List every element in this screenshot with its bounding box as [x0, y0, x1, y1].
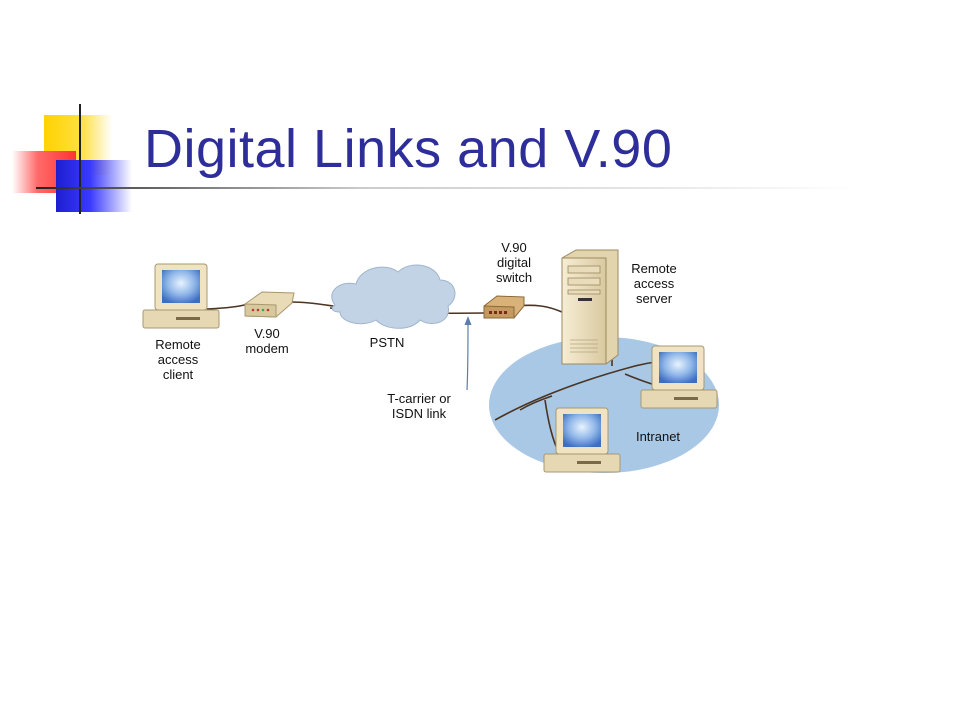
label-intranet: Intranet: [636, 429, 680, 444]
cable-client-modem: [206, 303, 249, 310]
label-switch-2: digital: [497, 255, 531, 270]
label-link-2: ISDN link: [392, 406, 447, 421]
label-switch-1: V.90: [501, 240, 527, 255]
v90-digital-switch: [483, 295, 525, 319]
intranet-pc-bottom: [543, 407, 621, 473]
vertical-rule: [79, 104, 81, 214]
label-server-3: server: [636, 291, 673, 306]
diagram-labels: Remote access client V.90 modem PSTN V.9…: [155, 240, 680, 444]
cable-intranet-pc1: [624, 373, 653, 385]
label-pstn: PSTN: [370, 335, 405, 350]
pstn-cloud: [331, 264, 456, 329]
label-server-2: access: [634, 276, 675, 291]
label-client-1: Remote: [155, 337, 201, 352]
label-switch-3: switch: [496, 270, 532, 285]
link-pointer-arrow: [464, 316, 472, 391]
remote-access-client-pc: [142, 263, 220, 329]
title-underline: [36, 187, 856, 189]
label-modem-2: modem: [245, 341, 288, 356]
label-modem-1: V.90: [254, 326, 280, 341]
slide-title: Digital Links and V.90: [144, 119, 673, 179]
label-client-3: client: [163, 367, 194, 382]
remote-access-server: [561, 249, 619, 365]
v90-modem: [244, 291, 295, 318]
slide-logo-decoration: [0, 0, 140, 230]
blue-square-decoration: [56, 160, 132, 212]
intranet-pc-right: [640, 345, 718, 409]
label-link-1: T-carrier or: [387, 391, 451, 406]
label-client-2: access: [158, 352, 199, 367]
label-server-1: Remote: [631, 261, 677, 276]
cable-intranet-branch: [519, 395, 553, 411]
